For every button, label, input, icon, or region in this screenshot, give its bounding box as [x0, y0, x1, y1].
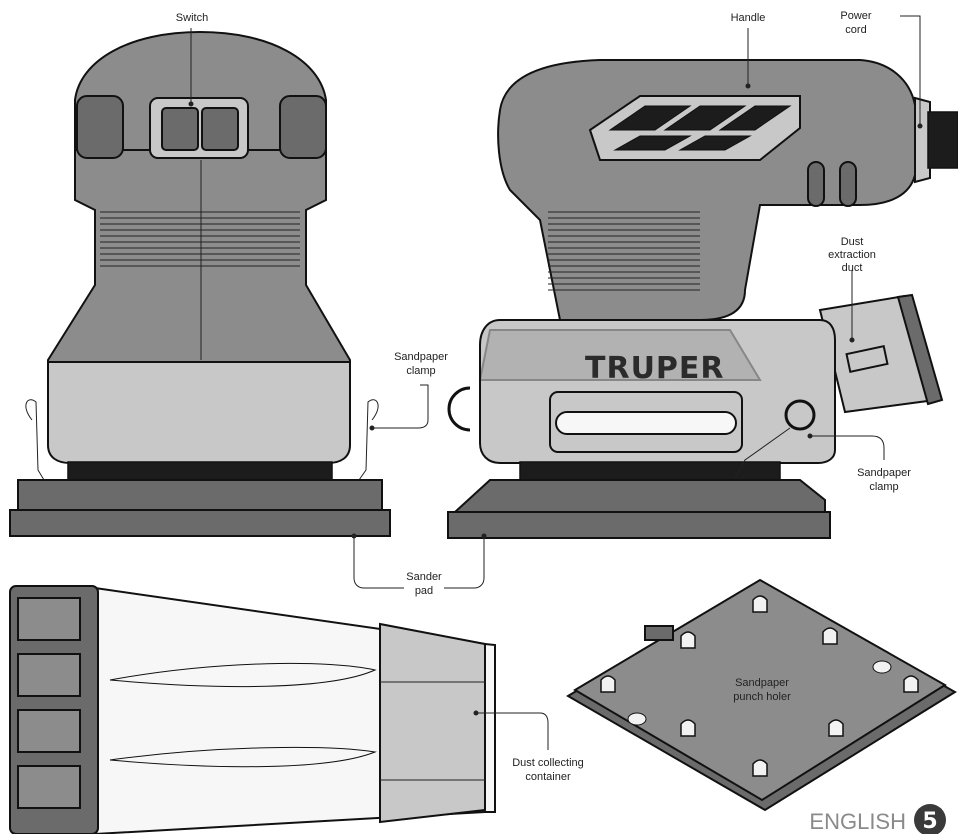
label-clamp-left-line2: clamp — [406, 365, 435, 377]
label-punch-holer-line2: punch holer — [733, 691, 791, 703]
label-sander-pad-line1: Sander — [406, 571, 442, 583]
label-power-cord-line2: cord — [845, 24, 866, 36]
label-dust-duct-line3: duct — [842, 262, 863, 274]
language-label: ENGLISH — [809, 809, 906, 834]
side-grip-ribs — [548, 211, 700, 291]
label-handle: Handle — [731, 12, 766, 24]
label-punch-holer-line1: Sandpaper — [735, 677, 789, 689]
front-view-sander — [9, 30, 391, 537]
label-clamp-right-line2: clamp — [869, 481, 898, 493]
sandpaper-punch-holer — [566, 578, 957, 812]
brand-logo: TRUPER — [585, 351, 725, 386]
side-view-sander: TRUPER — [447, 59, 958, 539]
page-footer: ENGLISH 5 — [809, 804, 946, 834]
page-number: 5 — [922, 809, 937, 834]
label-clamp-left-line1: Sandpaper — [394, 351, 448, 363]
switch-left — [161, 107, 199, 151]
label-dust-duct-line2: extraction — [828, 249, 876, 261]
leader-lines — [188, 15, 923, 750]
label-power-cord-line1: Power — [840, 10, 872, 22]
front-grip-ribs — [100, 211, 300, 267]
page-number-badge — [914, 804, 946, 834]
label-container-line1: Dust collecting — [512, 757, 584, 769]
label-clamp-right-line1: Sandpaper — [857, 467, 911, 479]
label-dust-duct-line1: Dust — [841, 236, 864, 248]
label-container-line2: container — [525, 771, 571, 783]
label-switch: Switch — [176, 12, 208, 24]
label-sander-pad-line2: pad — [415, 585, 433, 597]
dust-collecting-container — [9, 585, 496, 834]
switch-right — [201, 107, 239, 151]
